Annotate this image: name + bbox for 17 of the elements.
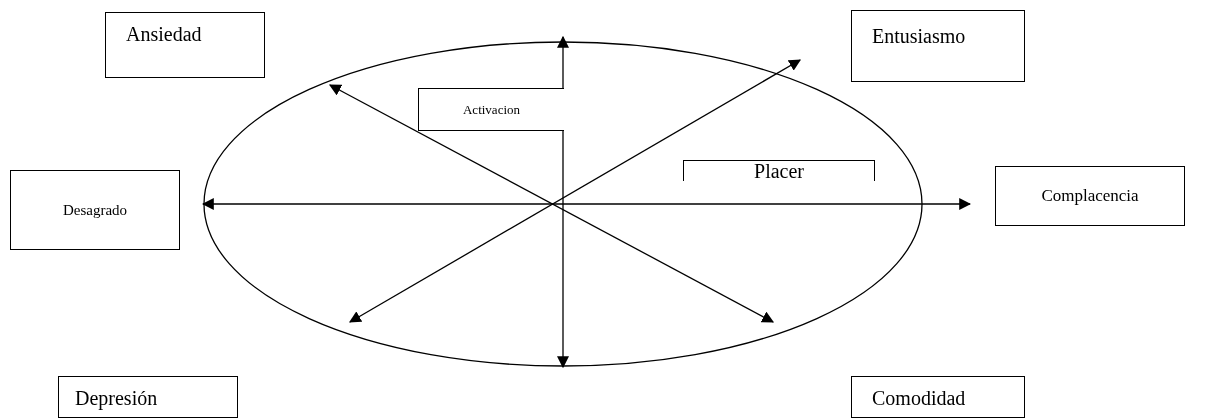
- box-label: Activacion: [463, 101, 520, 118]
- label-box: [105, 12, 265, 78]
- label-box: [10, 170, 180, 250]
- box-label: Desagrado: [62, 201, 128, 219]
- box-label: Entusiasmo: [872, 25, 966, 48]
- label-box: [58, 376, 238, 418]
- label-box: [851, 376, 1025, 418]
- label-box: [683, 160, 875, 181]
- box-label: Complacencia: [1041, 186, 1139, 206]
- ellipse-outline: [203, 41, 923, 367]
- box-label: Depresión: [75, 387, 158, 410]
- box-label: Placer: [754, 159, 804, 183]
- box-label: Comodidad: [872, 387, 966, 410]
- label-box: [418, 88, 564, 131]
- box-label: Ansiedad: [126, 23, 202, 46]
- label-box: [851, 10, 1025, 82]
- label-box: [995, 166, 1185, 226]
